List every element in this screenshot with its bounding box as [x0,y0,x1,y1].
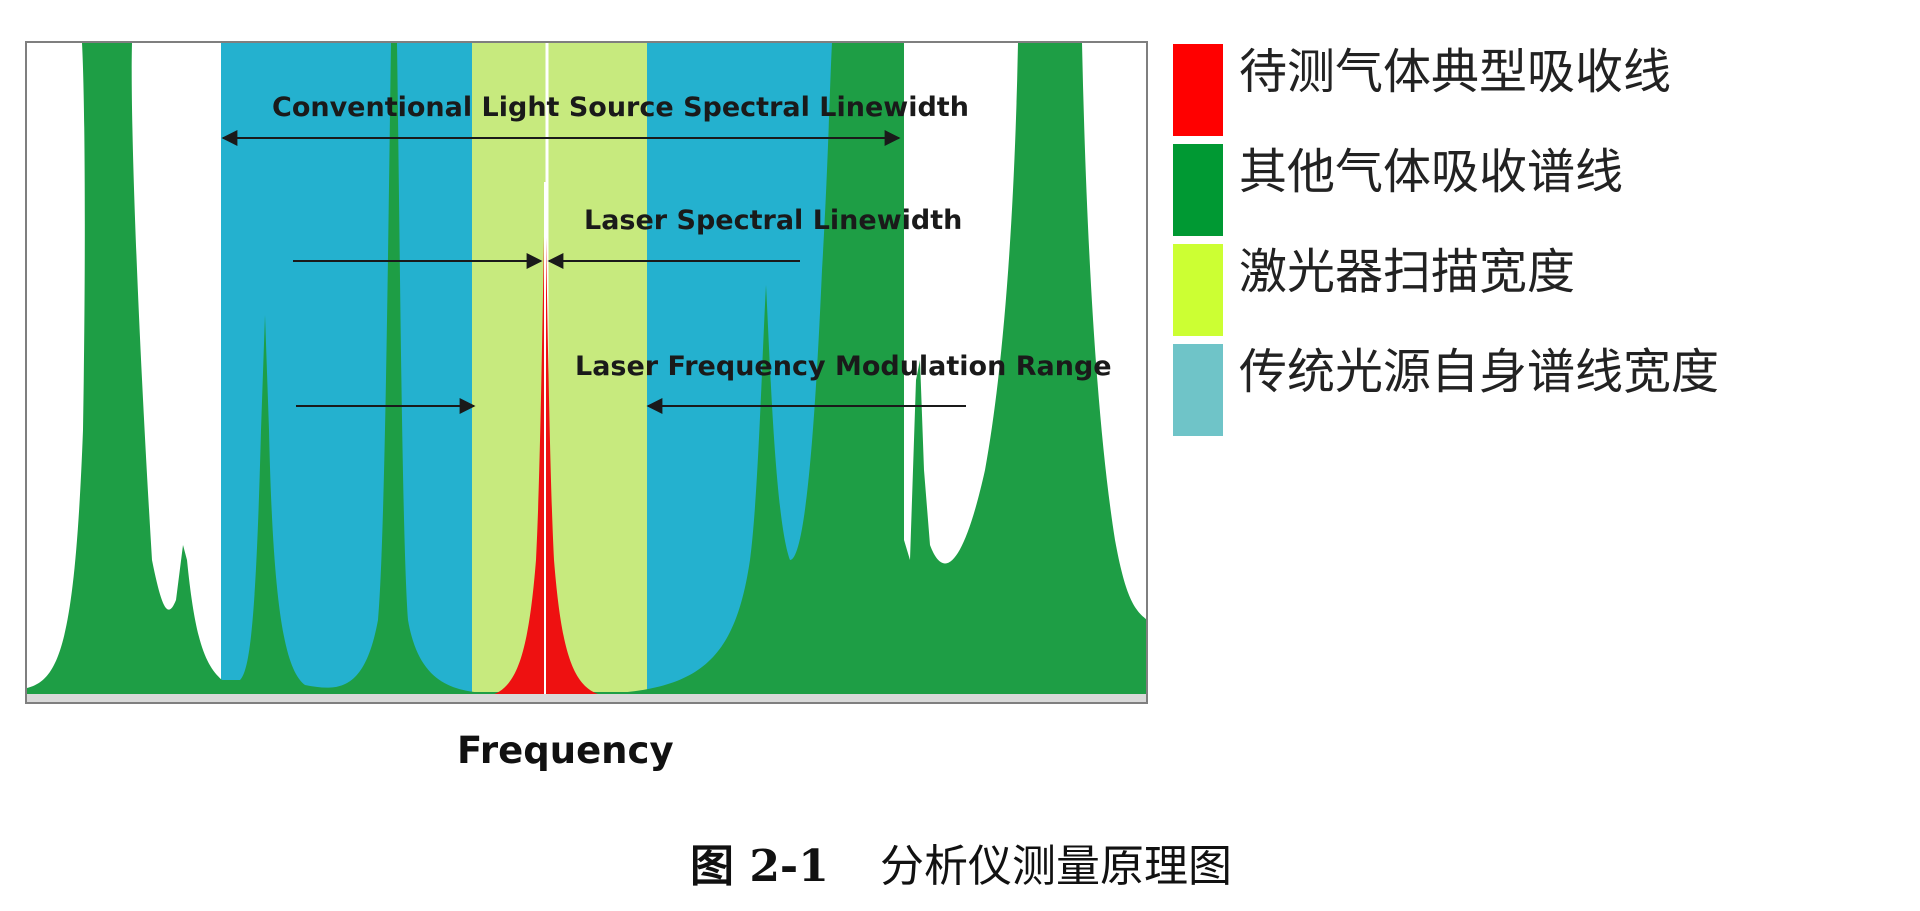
legend-label: 其他气体吸收谱线 [1239,144,1624,200]
legend-conventional-linewidth: 传统光源自身谱线宽度 [1173,344,1793,436]
legend-swatch-yellow-green [1173,244,1223,336]
x-axis-label: Frequency [457,729,674,772]
laser-linewidth-label: Laser Spectral Linewidth [584,205,962,236]
legend-target-gas-line: 待测气体典型吸收线 [1173,44,1793,136]
laser-scan-band [472,43,647,702]
legend-label: 待测气体典型吸收线 [1239,44,1672,100]
target-gas-absorption-line [488,180,605,696]
legend-label: 传统光源自身谱线宽度 [1239,344,1720,400]
laser-modulation-range-label: Laser Frequency Modulation Range [575,351,1112,382]
caption-title: 分析仪测量原理图 [880,841,1232,892]
plot-baseline [27,694,1147,702]
conventional-linewidth-label: Conventional Light Source Spectral Linew… [272,92,969,123]
legend-laser-scan-width: 激光器扫描宽度 [1173,244,1793,336]
legend-swatch-teal [1173,344,1223,436]
legend-other-gas-lines: 其他气体吸收谱线 [1173,144,1793,236]
plot-frame [25,41,1148,704]
legend-label: 激光器扫描宽度 [1239,244,1576,300]
other-gas-absorption-spectrum [27,43,1147,702]
caption-number: 图 2-1 [690,841,829,892]
legend-swatch-green [1173,144,1223,236]
legend: 待测气体典型吸收线 其他气体吸收谱线 激光器扫描宽度 传统光源自身谱线宽度 [1173,44,1793,436]
figure-caption: 图 2-1 分析仪测量原理图 [690,830,1590,892]
legend-swatch-red [1173,44,1223,136]
